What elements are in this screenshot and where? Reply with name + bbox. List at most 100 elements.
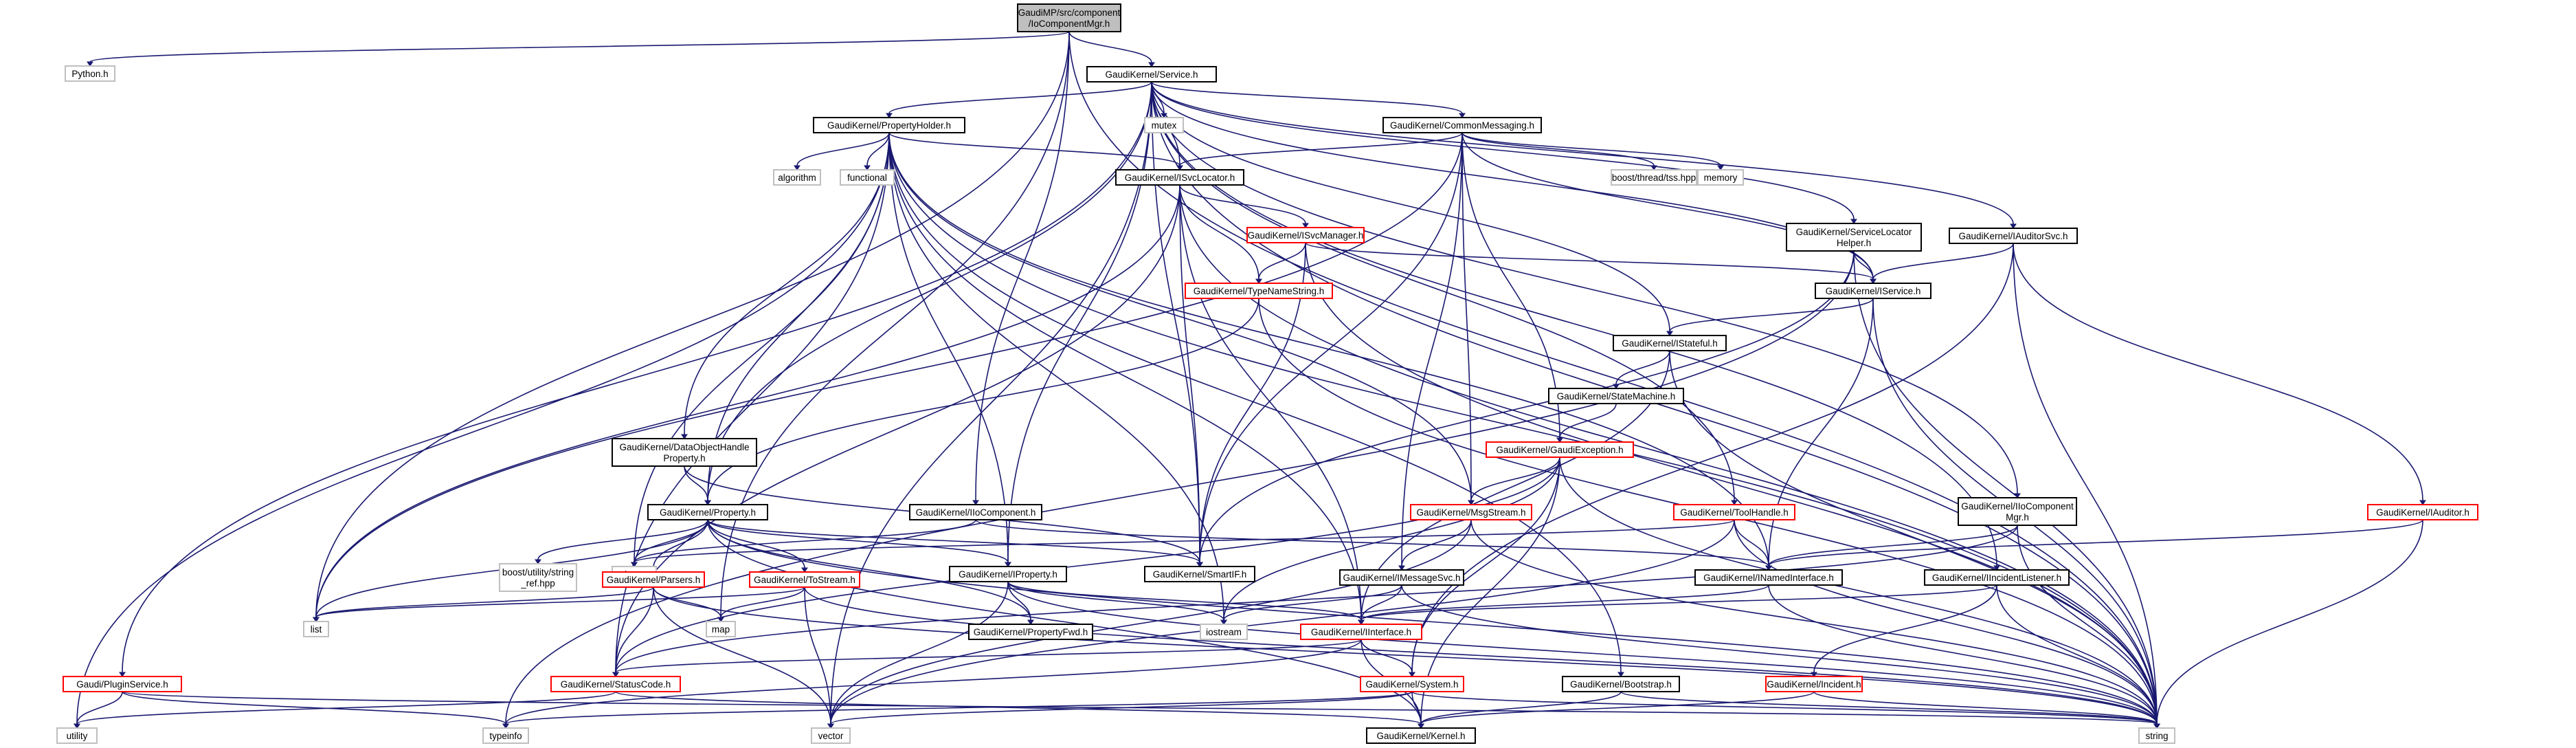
node-gaudikernel-service-h[interactable]: GaudiKernel/Service.h — [1086, 66, 1217, 82]
node-boost-thread-tss-hpp: boost/thread/tss.hpp — [1611, 169, 1697, 186]
node-gaudikernel-gaudiexception-h[interactable]: GaudiKernel/GaudiException.h — [1486, 441, 1634, 458]
edge-isvclocator-to-isvcmanager — [1179, 184, 1309, 228]
edge-msgstream-to-imessagesvc — [1398, 519, 1472, 571]
edge-msgstream-to-string — [1470, 519, 2160, 729]
edge-imessagesvc-to-iostream — [1220, 584, 1402, 625]
dependency-edges — [74, 31, 2426, 729]
node-label: GaudiKernel/IStateful.h — [1622, 338, 1718, 349]
node-label: Gaudi/PluginService.h — [76, 679, 168, 690]
edge-propholder-to-bootstrap — [888, 132, 1624, 677]
edge-iauditorsvc-to-iservice — [1870, 243, 2014, 284]
node-gaudikernel-bootstrap-h[interactable]: GaudiKernel/Bootstrap.h — [1562, 676, 1680, 692]
node-gaudikernel-property-h[interactable]: GaudiKernel/Property.h — [647, 504, 768, 520]
edge-iauditor-to-inamedinterface — [1765, 519, 2423, 571]
node-gaudikernel-isvclocator-h[interactable]: GaudiKernel/ISvcLocator.h — [1115, 169, 1244, 186]
node-gaudikernel-iincidentlistener-h[interactable]: GaudiKernel/IIncidentListener.h — [1924, 569, 2070, 586]
node-gaudikernel-iproperty-h[interactable]: GaudiKernel/IProperty.h — [949, 566, 1067, 582]
node-gaudikernel-commonmessaging-h[interactable]: GaudiKernel/CommonMessaging.h — [1382, 117, 1542, 133]
edge-service-to-propholder — [886, 81, 1152, 118]
node-gaudikernel-incident-h[interactable]: GaudiKernel/Incident.h — [1765, 676, 1863, 692]
edge-propholder-to-isvclocator — [888, 132, 1183, 170]
node-gaudikernel-iauditorsvc-h[interactable]: GaudiKernel/IAuditorSvc.h — [1949, 228, 2078, 244]
node-gaudikernel-istateful-h[interactable]: GaudiKernel/IStateful.h — [1613, 335, 1727, 351]
edge-tostream-to-list — [313, 586, 805, 622]
edge-dataobjhandle-to-property — [684, 465, 711, 505]
node-label: GaudiKernel/IInterface.h — [1311, 627, 1411, 637]
edge-iauditorsvc-to-system — [1409, 243, 2014, 677]
node-gaudikernel-toolhandle-h[interactable]: GaudiKernel/ToolHandle.h — [1673, 504, 1795, 520]
node-gaudikernel-kernel-h[interactable]: GaudiKernel/Kernel.h — [1366, 727, 1476, 744]
edge-property-to-iproperty — [707, 519, 1011, 567]
edge-svclocatorhelper-to-string — [1853, 250, 2160, 729]
node-gaudi-pluginservice-h[interactable]: Gaudi/PluginService.h — [63, 676, 182, 692]
node-label: boost/thread/tss.hpp — [1612, 173, 1696, 183]
edge-isvclocator-to-string — [1179, 184, 2160, 729]
node-label: GaudiKernel/Bootstrap.h — [1570, 679, 1672, 690]
node-label: GaudiKernel/IIoComponent — [1961, 501, 2074, 512]
node-label: GaudiKernel/Parsers.h — [607, 575, 701, 585]
node-label: GaudiKernel/PropertyHolder.h — [827, 120, 951, 131]
edge-isvclocator-to-list — [313, 184, 1180, 622]
node-string: string — [2138, 727, 2175, 744]
edge-system-to-string — [1411, 691, 2160, 729]
node-gaudikernel-msgstream-h[interactable]: GaudiKernel/MsgStream.h — [1410, 504, 1532, 520]
edge-property-to-boostref — [535, 519, 708, 564]
node-gaudikernel-imessagesvc-h[interactable]: GaudiKernel/IMessageSvc.h — [1339, 569, 1464, 586]
edge-service-to-iauditorsvc — [1151, 81, 2017, 229]
edge-commonmsg-to-memory — [1461, 132, 1724, 170]
node-label: GaudiKernel/System.h — [1365, 679, 1458, 690]
node-mutex: mutex — [1144, 117, 1184, 133]
node-label: GaudiKernel/Service.h — [1105, 69, 1198, 80]
node-gaudimp-src-component-iocomponentmgr-h[interactable]: GaudiMP/src/component/IoComponentMgr.h — [1017, 3, 1121, 32]
edge-pluginservice-to-typeinfo — [122, 691, 509, 729]
node-gaudikernel-propertyfwd-h[interactable]: GaudiKernel/PropertyFwd.h — [968, 624, 1093, 640]
edge-propholder-to-functional — [864, 132, 890, 170]
edge-iauditorsvc-to-string — [2013, 243, 2160, 729]
dependency-nodes: GaudiMP/src/component/IoComponentMgr.hPy… — [56, 3, 2478, 744]
edge-gaudiexception-to-statuscode — [612, 456, 1560, 677]
edge-service-to-svclocatorhelper — [1151, 81, 1857, 224]
node-label: list — [311, 624, 322, 635]
node-label: GaudiKernel/IIoComponent.h — [916, 507, 1036, 518]
node-gaudikernel-iservice-h[interactable]: GaudiKernel/IService.h — [1815, 283, 1931, 299]
node-gaudikernel-parsers-h[interactable]: GaudiKernel/Parsers.h — [602, 571, 705, 588]
node-gaudikernel-smartif-h[interactable]: GaudiKernel/SmartIF.h — [1144, 566, 1255, 582]
node-gaudikernel-statemachine-h[interactable]: GaudiKernel/StateMachine.h — [1548, 388, 1684, 404]
node-gaudikernel-propertyholder-h[interactable]: GaudiKernel/PropertyHolder.h — [813, 117, 965, 133]
node-gaudikernel-statuscode-h[interactable]: GaudiKernel/StatusCode.h — [550, 676, 681, 692]
node-label: GaudiKernel/GaudiException.h — [1496, 445, 1623, 455]
node-label: GaudiKernel/ISvcLocator.h — [1125, 173, 1235, 183]
node-gaudikernel-isvcmanager-h[interactable]: GaudiKernel/ISvcManager.h — [1246, 227, 1365, 243]
node-gaudikernel-typenamestring-h[interactable]: GaudiKernel/TypeNameString.h — [1185, 283, 1333, 299]
node-label: GaudiKernel/TypeNameString.h — [1194, 286, 1325, 296]
node-label: vector — [818, 731, 844, 741]
edge-iinterface-to-system — [1360, 639, 1415, 677]
node-label: _ref.hpp — [520, 578, 555, 588]
edge-propholder-to-iproperty — [888, 132, 1011, 567]
node-label: GaudiKernel/ServiceLocator — [1796, 227, 1912, 237]
node-gaudikernel-iiocomponent-h[interactable]: GaudiKernel/IIoComponent.h — [909, 504, 1042, 520]
edge-svclocatorhelper-to-typeinfo — [502, 250, 1855, 729]
node-gaudikernel-iinterface-h[interactable]: GaudiKernel/IInterface.h — [1300, 624, 1422, 640]
edge-iauditorsvc-to-iauditor — [2013, 243, 2426, 505]
node-gaudikernel-system-h[interactable]: GaudiKernel/System.h — [1360, 676, 1464, 692]
edge-imessagesvc-to-string — [1401, 584, 2160, 729]
node-python-h: Python.h — [65, 65, 115, 82]
node-gaudikernel-tostream-h[interactable]: GaudiKernel/ToStream.h — [749, 571, 860, 588]
node-gaudikernel-iauditor-h[interactable]: GaudiKernel/IAuditor.h — [2367, 504, 2478, 520]
edge-iincident-to-string — [1813, 691, 2160, 729]
node-label: map — [712, 624, 730, 635]
node-label: GaudiKernel/IProperty.h — [959, 569, 1057, 580]
edge-iiocomponent-to-inamedinterface — [975, 519, 1772, 571]
node-label: GaudiKernel/Property.h — [660, 507, 756, 518]
edge-gaudiexception-to-msgstream — [1468, 456, 1560, 505]
node-label: Mgr.h — [2006, 512, 2029, 522]
node-label: /IoComponentMgr.h — [1029, 19, 1110, 29]
edge-gaudiexception-to-iostream — [1220, 456, 1560, 625]
edge-commonmsg-to-list — [313, 132, 1463, 622]
node-label: GaudiKernel/Kernel.h — [1376, 731, 1465, 741]
node-gaudikernel-inamedinterface-h[interactable]: GaudiKernel/INamedInterface.h — [1694, 569, 1843, 586]
